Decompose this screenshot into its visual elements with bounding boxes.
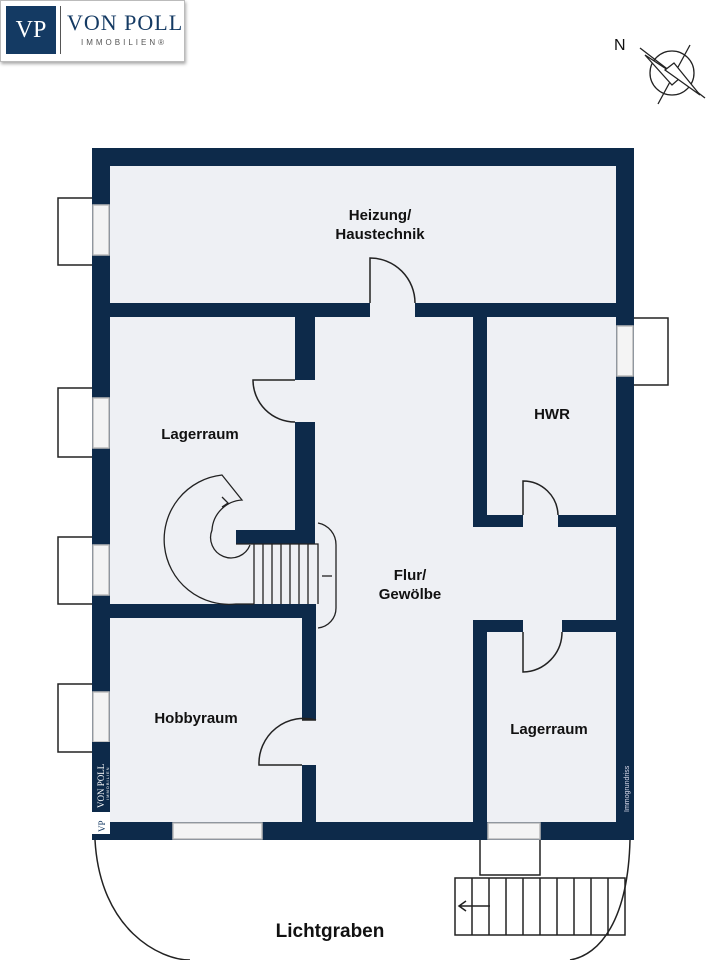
floor-area [110, 166, 616, 822]
windows [57, 197, 669, 876]
room-label-lagerraum-left: Lagerraum [161, 426, 239, 443]
flur-line1: Flur/ [393, 567, 427, 584]
watermark-mark-bg [92, 812, 110, 834]
von-poll-logo: VP VON POLL IMMOBILIEN® [0, 0, 185, 62]
watermark-sub: IMMOBILIEN [105, 766, 110, 800]
watermark-name: VON POLL [96, 764, 106, 808]
area-label-lichtgraben: Lichtgraben [275, 921, 385, 942]
room-label-lagerraum-right: Lagerraum [510, 721, 588, 738]
compass-north-label: N [614, 37, 626, 54]
logo-subtitle: IMMOBILIEN® [81, 38, 168, 47]
lichtgraben-outline [94, 839, 631, 960]
room-label-heizung: Heizung/ Haustechnik [300, 206, 460, 244]
flur-line2: Gewölbe [378, 586, 442, 603]
logo-divider [60, 6, 61, 54]
heizung-line1: Heizung/ [348, 207, 412, 224]
room-label-hobbyraum: Hobbyraum [154, 710, 238, 727]
room-label-hwr: HWR [534, 406, 570, 423]
staircase [163, 474, 337, 629]
credit-text: Immogrundriss [624, 765, 631, 812]
heizung-line2: Haustechnik [335, 226, 425, 243]
doors [252, 257, 563, 766]
room-label-flur: Flur/ Gewölbe [350, 566, 470, 604]
logo-name: VON POLL [67, 10, 184, 35]
north-compass-icon [639, 44, 706, 105]
watermark-bar [92, 742, 110, 812]
watermark-mark: VP [97, 820, 107, 832]
logo-mark: VP [6, 6, 56, 54]
